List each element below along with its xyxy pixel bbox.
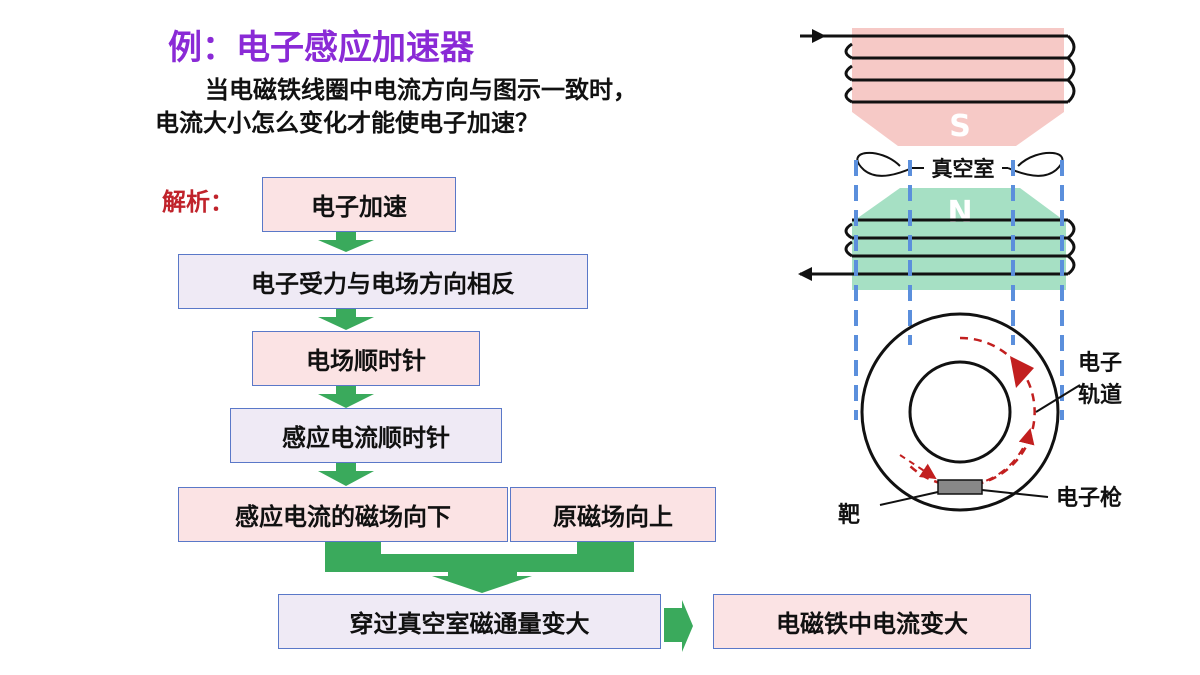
- flow-step-force-opposite-field: 电子受力与电场方向相反: [178, 254, 588, 309]
- flow-step-induced-current-clockwise: 感应电流顺时针: [230, 408, 502, 463]
- arrow-down-3: [318, 386, 374, 408]
- merge-bar: [325, 554, 634, 572]
- pole-s-label: S: [949, 109, 971, 144]
- question-line-2: 电流大小怎么变化才能使电子加速？: [155, 109, 539, 137]
- vacuum-chamber-label: 真空室: [932, 157, 995, 181]
- upper-current-arrow: [812, 29, 826, 43]
- lower-current-arrow: [798, 267, 812, 281]
- page-title: 例：电子感应加速器: [168, 28, 474, 68]
- flow-step-field-clockwise: 电场顺时针: [252, 331, 480, 386]
- flow-step-induced-field-down: 感应电流的磁场向下: [178, 487, 508, 542]
- orbit-label-1: 电子: [1078, 351, 1122, 376]
- merge-right-stem: [577, 541, 634, 555]
- arrow-right-result: [664, 600, 693, 652]
- electron-orbit-inner: [944, 428, 1035, 488]
- electron-gun-block: [937, 479, 983, 495]
- orbit-direction-arrow: [1010, 356, 1034, 388]
- orbit-label-2: 轨道: [1078, 382, 1122, 408]
- upper-coil: [800, 34, 1076, 104]
- merge-left-stem: [325, 541, 381, 555]
- target-label: 靶: [838, 503, 860, 528]
- arrow-down-4: [318, 463, 374, 486]
- arrow-down-2: [318, 309, 374, 330]
- question-line-1: 当电磁铁线圈中电流方向与图示一致时，: [205, 76, 637, 104]
- inner-ring: [908, 360, 1012, 464]
- pole-n-label: N: [947, 195, 972, 230]
- outer-ring: [860, 312, 1060, 512]
- flow-step-electron-accelerates: 电子加速: [262, 177, 456, 232]
- electron-gun-label: 电子枪: [1056, 485, 1122, 511]
- flow-step-flux-increases: 穿过真空室磁通量变大: [278, 594, 661, 649]
- dashed-guides: [854, 160, 1064, 420]
- arrow-down-merge: [432, 571, 532, 593]
- lower-coil: [800, 218, 1076, 276]
- flow-result-current-increases: 电磁铁中电流变大: [713, 594, 1031, 649]
- flow-step-original-field-up: 原磁场向上: [510, 487, 716, 542]
- analysis-label: 解析：: [162, 188, 234, 216]
- arrow-down-1: [318, 232, 374, 252]
